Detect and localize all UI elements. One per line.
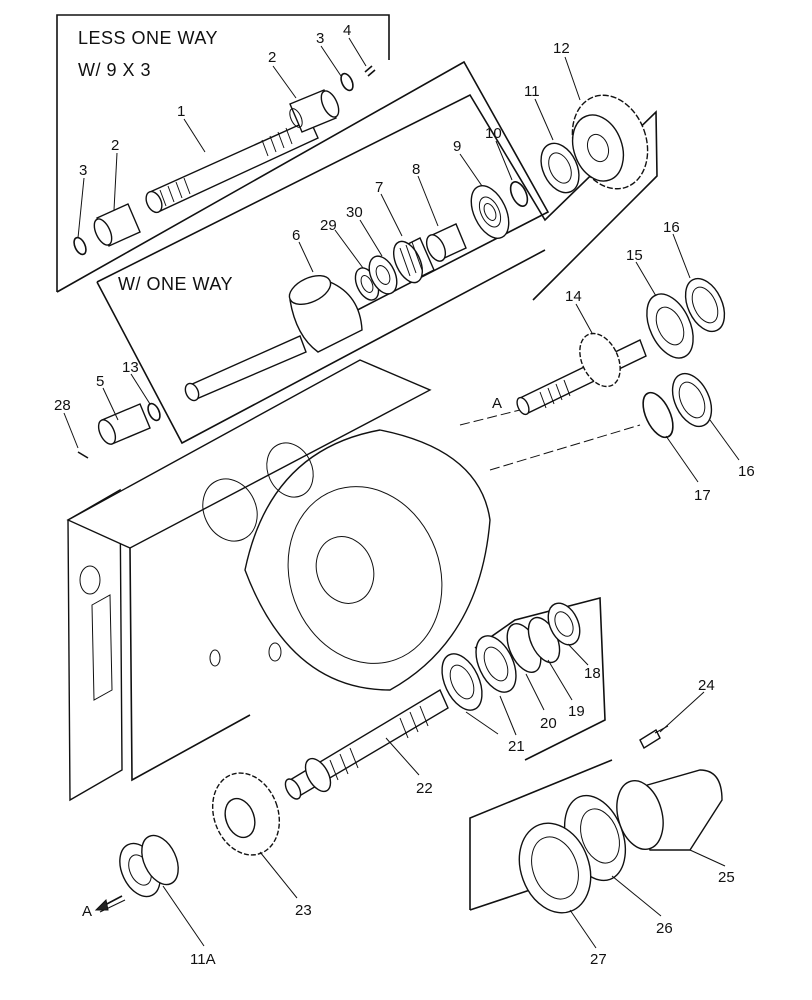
snap-ring-part-17	[642, 391, 674, 439]
callout-20: 20	[540, 715, 557, 732]
seal-part-16-upper	[684, 277, 726, 333]
callout-4: 4	[343, 22, 351, 39]
callout-2-upper: 2	[268, 49, 276, 66]
callout-13: 13	[122, 359, 139, 376]
one-way-clutch-part-7	[392, 237, 435, 284]
callout-14: 14	[565, 288, 582, 305]
lower-shaft-inset	[474, 596, 606, 761]
callout-numbers: 1 2 2 3 3 4 5 6 7 8 9 10 11 11A 12 13 14…	[54, 22, 755, 968]
bearing-part-11a	[119, 834, 179, 898]
callout-11: 11	[524, 83, 540, 100]
seal-part-16-lower	[671, 372, 713, 428]
with-one-way-title: W/ ONE WAY	[118, 274, 233, 294]
gear-part-12	[571, 94, 649, 190]
callout-18: 18	[584, 665, 601, 682]
collar-part-8	[425, 223, 467, 262]
callout-23: 23	[295, 902, 312, 919]
callout-12: 12	[553, 40, 570, 57]
callout-10: 10	[485, 125, 502, 142]
sleeve-part-2-upper	[289, 89, 340, 133]
reference-a-upper: A	[492, 395, 502, 412]
callout-25: 25	[718, 869, 735, 886]
callout-3-lower: 3	[79, 162, 87, 179]
bearing-part-21-right	[475, 635, 517, 693]
callout-24: 24	[698, 677, 715, 694]
race-part-30	[368, 255, 398, 295]
output-shaft-part-25	[616, 769, 723, 851]
callout-16-upper: 16	[663, 219, 680, 236]
less-one-way-spec: W/ 9 X 3	[78, 60, 151, 80]
callout-7: 7	[375, 179, 383, 196]
transmission-housing	[66, 359, 491, 802]
snap-ring-part-3-upper	[340, 72, 354, 92]
callout-1: 1	[177, 103, 185, 120]
less-one-way-inset: LESS ONE WAY W/ 9 X 3	[56, 14, 550, 321]
callout-3-upper: 3	[316, 30, 324, 47]
callout-27: 27	[590, 951, 607, 968]
pinion-shaft-part-14	[516, 332, 647, 416]
seal-part-18	[547, 602, 581, 646]
callout-6: 6	[292, 227, 300, 244]
callout-17: 17	[694, 487, 711, 504]
less-one-way-title: LESS ONE WAY	[78, 28, 218, 48]
splined-shaft-part-1	[145, 119, 319, 214]
bearing-part-9	[470, 185, 510, 239]
snap-ring-part-10	[509, 181, 529, 207]
callout-21: 21	[508, 738, 525, 755]
reference-a-lower: A	[82, 903, 92, 920]
callout-11a: 11A	[190, 951, 216, 968]
callout-8: 8	[412, 161, 420, 178]
callout-9: 9	[453, 138, 461, 155]
callout-30: 30	[346, 204, 363, 221]
callout-19: 19	[568, 703, 585, 720]
callout-26: 26	[656, 920, 673, 937]
bearing-part-21-left	[441, 653, 483, 711]
arrow-a-lower	[94, 895, 123, 911]
callout-16-lower: 16	[738, 463, 755, 480]
bearing-part-11	[540, 142, 580, 194]
sleeve-part-2-lower	[93, 203, 141, 247]
leader-lines	[63, 37, 740, 949]
callout-15: 15	[626, 247, 643, 264]
main-shaft-part-22	[284, 688, 449, 800]
callout-22: 22	[416, 780, 433, 797]
snap-ring-part-13	[147, 402, 161, 422]
shaft-part-6	[184, 274, 363, 402]
snap-ring-part-3-lower	[73, 236, 87, 256]
callout-29: 29	[320, 217, 337, 234]
gear-part-23	[211, 772, 281, 856]
callout-2-lower: 2	[111, 137, 119, 154]
callout-5: 5	[96, 373, 104, 390]
callout-28: 28	[54, 397, 71, 414]
pin-part-28	[77, 451, 89, 459]
bushing-part-5	[97, 403, 151, 445]
pin-part-4	[364, 65, 376, 77]
bolt-part-24	[639, 725, 669, 750]
